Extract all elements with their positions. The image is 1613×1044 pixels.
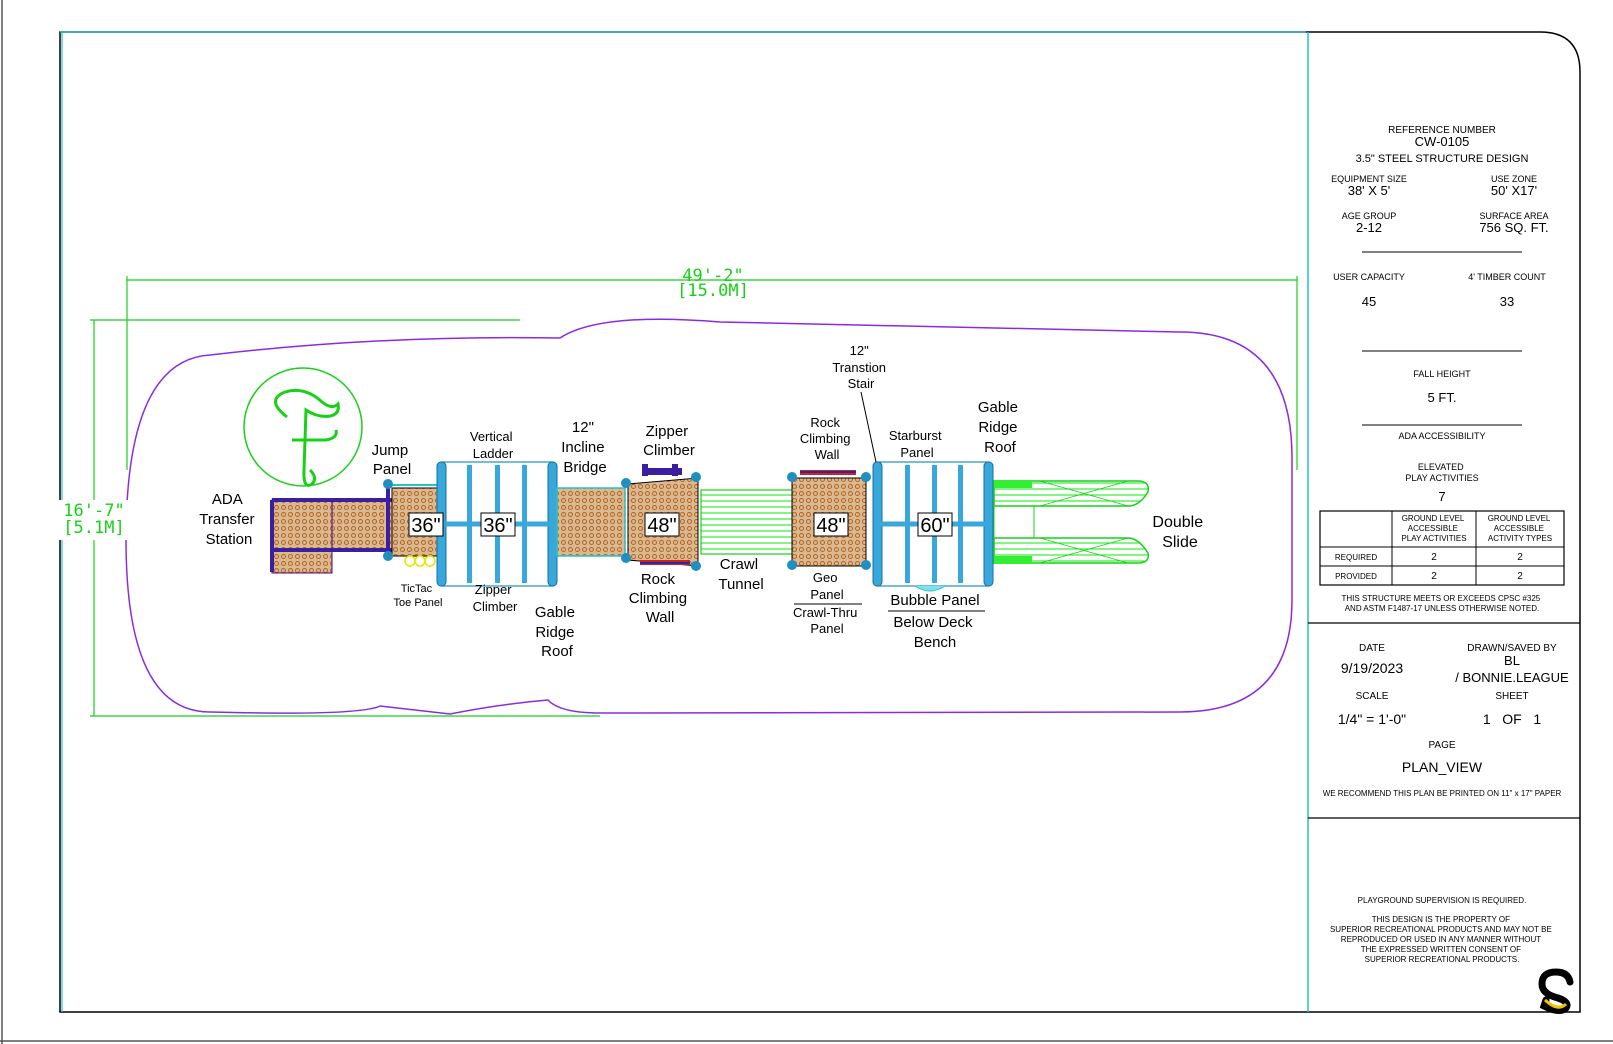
table-row-provided-b: 2 [1517, 571, 1523, 582]
deck-48-transition [787, 470, 871, 570]
reference-number-label: REFERENCE NUMBER [1388, 125, 1496, 136]
label-bubble-panel: Bubble Panel [890, 592, 979, 609]
label-rock-climbing-wall-top: Rock Climbing Wall [800, 415, 854, 462]
accessibility-table: GROUND LEVEL ACCESSIBLE PLAY ACTIVITIES … [1319, 510, 1565, 586]
deck-height-label-1: 36" [408, 512, 444, 537]
table-row-provided-a: 2 [1431, 571, 1437, 582]
user-capacity-value: 45 [1362, 294, 1376, 309]
user-capacity-label: USER CAPACITY [1333, 272, 1405, 282]
overall-length-dimension: 49'-2" [15.0M] [126, 266, 1298, 470]
double-slide [993, 480, 1150, 564]
drawn-by-name: / BONNIE.LEAGUE [1455, 670, 1569, 685]
length-dimension-text: 49'-2" [682, 266, 743, 286]
label-jump-panel: Jump Panel [372, 442, 413, 478]
sheet-value: 1 OF 1 [1483, 711, 1542, 727]
width-dimension-text: 16'-7" [63, 501, 124, 521]
label-vertical-ladder: Vertical Ladder [470, 429, 516, 461]
title-block: REFERENCE NUMBER CW-0105 3.5" STEEL STRU… [1308, 125, 1580, 1015]
label-incline-bridge: 12" Incline Bridge [561, 419, 609, 476]
label-crawl-tunnel: Crawl Tunnel [718, 556, 763, 593]
date-label: DATE [1359, 643, 1385, 654]
label-below-deck-bench: Below Deck Bench [893, 614, 976, 651]
table-row-required-a: 2 [1431, 552, 1437, 563]
table-row-provided-label: PROVIDED [1335, 572, 1377, 581]
scale-value: 1/4" = 1'-0" [1338, 711, 1406, 727]
deck-height-label-2: 36" [480, 512, 516, 537]
label-gable-ridge-roof-2: Gable Ridge Roof [978, 399, 1022, 456]
age-group-label: AGE GROUP [1342, 211, 1397, 221]
fall-height-label: FALL HEIGHT [1413, 369, 1471, 379]
crawl-tunnel [700, 489, 794, 555]
label-zipper-climber-low: Zipper Climber [473, 582, 518, 614]
label-zipper-climber-top: Zipper Climber [643, 423, 695, 459]
superior-logo-mark [243, 367, 363, 487]
elevated-activities-label: ELEVATED PLAY ACTIVITIES [1405, 462, 1478, 483]
property-notice: THIS DESIGN IS THE PROPERTY OF SUPERIOR … [1330, 915, 1554, 964]
ada-transfer-station [270, 498, 393, 574]
use-zone-label: USE ZONE [1491, 174, 1537, 184]
reference-number-value: CW-0105 [1415, 134, 1470, 149]
label-gable-ridge-roof-1: Gable Ridge Roof [535, 604, 579, 660]
table-row-required-b: 2 [1517, 552, 1523, 563]
surface-area-value: 756 SQ. FT. [1479, 220, 1548, 235]
equipment-size-value: 38' X 5' [1348, 183, 1391, 198]
drawn-by-label: DRAWN/SAVED BY [1467, 643, 1557, 654]
deck-height-label-5: 60" [917, 512, 953, 537]
svg-text:36": 36" [411, 515, 440, 537]
page-label: PAGE [1428, 740, 1455, 751]
use-zone-outline [125, 318, 1293, 715]
deck-height-label-3: 48" [644, 512, 680, 537]
label-double-slide: Double Slide [1152, 514, 1207, 551]
ada-accessibility-label: ADA ACCESSIBILITY [1398, 431, 1485, 441]
label-crawl-thru-panel: Crawl-Thru Panel [793, 605, 861, 636]
label-rock-climbing-wall-low: Rock Climbing Wall [629, 571, 692, 626]
deck-height-label-4: 48" [813, 512, 849, 537]
age-group-value: 2-12 [1356, 220, 1382, 235]
scale-label: SCALE [1356, 691, 1389, 702]
standards-note: THIS STRUCTURE MEETS OR EXCEEDS CPSC #32… [1342, 594, 1543, 613]
label-starburst-panel: Starburst Panel [889, 428, 945, 460]
svg-text:60": 60" [920, 515, 949, 537]
label-tictac-toe-panel: TicTac Toe Panel [394, 583, 443, 609]
drawn-by-initials: BL [1504, 653, 1520, 668]
use-zone-value: 50' X17' [1491, 183, 1537, 198]
supervision-note: PLAYGROUND SUPERVISION IS REQUIRED. [1358, 896, 1527, 905]
table-col1-header: GROUND LEVEL ACCESSIBLE PLAY ACTIVITIES [1401, 514, 1466, 543]
sheet-label: SHEET [1495, 691, 1528, 702]
length-dimension-metric: [15.0M] [677, 281, 749, 301]
timber-count-label: 4' TIMBER COUNT [1468, 272, 1546, 282]
tictac-toe-panel [404, 555, 436, 567]
label-geo-panel: Geo Panel [810, 570, 843, 602]
superior-s-logo [1538, 968, 1574, 1015]
fall-height-value: 5 FT. [1428, 390, 1457, 405]
structure-design: 3.5" STEEL STRUCTURE DESIGN [1356, 153, 1529, 165]
overall-width-dimension: 16'-7" [5.1M] [58, 319, 600, 717]
svg-text:48": 48" [816, 515, 845, 537]
timber-count-value: 33 [1500, 294, 1514, 309]
table-row-required-label: REQUIRED [1335, 553, 1377, 562]
plan-drawing: 49'-2" [15.0M] 16'-7" [5.1M] [58, 266, 1298, 717]
drawing-frame [59, 31, 1581, 1013]
label-ada-transfer-station: ADA Transfer Station [199, 491, 258, 548]
svg-text:48": 48" [647, 515, 676, 537]
width-dimension-metric: [5.1M] [63, 518, 124, 538]
table-col2-header: GROUND LEVEL ACCESSIBLE ACTIVITY TYPES [1488, 514, 1553, 543]
date-value: 9/19/2023 [1341, 660, 1403, 676]
incline-bridge [556, 487, 626, 557]
elevated-activities-value: 7 [1438, 489, 1445, 504]
page-value: PLAN_VIEW [1402, 759, 1483, 775]
print-recommendation: WE RECOMMEND THIS PLAN BE PRINTED ON 11"… [1323, 789, 1562, 798]
svg-text:36": 36" [483, 515, 512, 537]
label-transition-stair: 12" Transtion Stair [832, 343, 889, 391]
surface-area-label: SURFACE AREA [1479, 211, 1548, 221]
equipment-size-label: EQUIPMENT SIZE [1331, 174, 1407, 184]
